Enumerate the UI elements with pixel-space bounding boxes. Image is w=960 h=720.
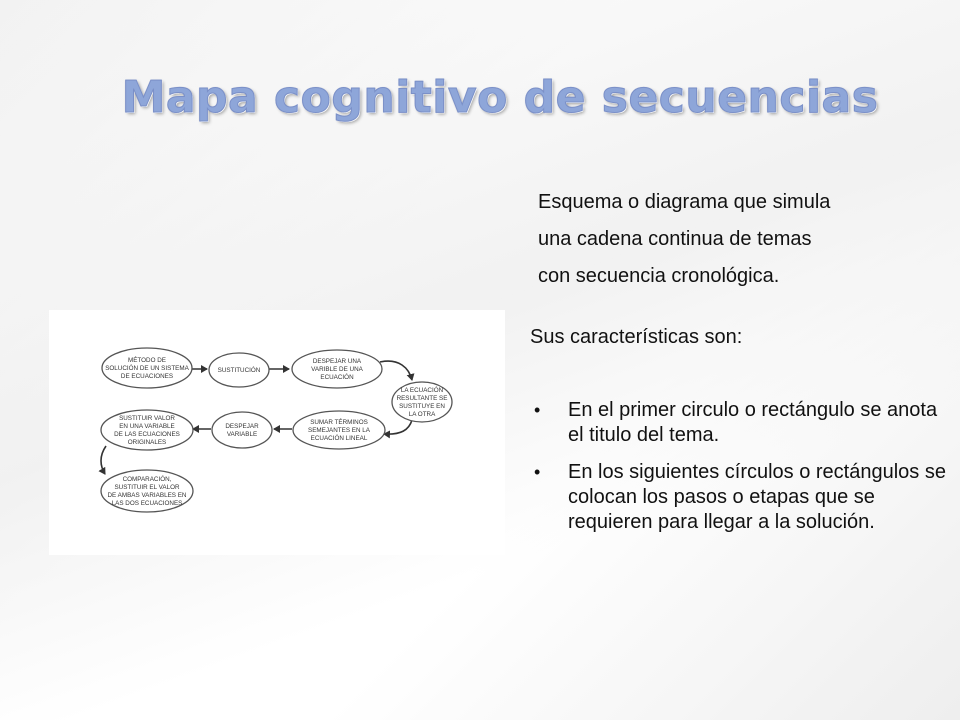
diagram-canvas: MÉTODO DE SOLUCIÓN DE UN SISTEMA DE ECUA… bbox=[98, 347, 453, 513]
page-title: Mapa cognitivo de secuencias bbox=[121, 72, 879, 124]
node-label: SUSTITUIR VALOR bbox=[119, 415, 175, 422]
node-label: DESPEJAR UNA bbox=[313, 358, 362, 365]
list-item: • En los siguientes círculos o rectángul… bbox=[530, 460, 958, 535]
intro-text: Esquema o diagrama que simula una cadena… bbox=[538, 184, 938, 295]
node-label: SUMAR TÉRMINOS bbox=[310, 417, 368, 426]
characteristics-list: • En el primer circulo o rectángulo se a… bbox=[530, 398, 958, 547]
diagram-node-n7: SUSTITUIR VALOR EN UNA VARIABLE DE LAS E… bbox=[100, 409, 194, 451]
node-label: SUSTITUYE EN bbox=[399, 403, 445, 410]
node-label: VARIBLE DE UNA bbox=[311, 366, 363, 373]
node-label: SEMEJANTES EN LA bbox=[308, 427, 371, 434]
bullet-icon: • bbox=[534, 462, 541, 482]
diagram-node-n5: SUMAR TÉRMINOS SEMEJANTES EN LA ECUACIÓN… bbox=[292, 410, 386, 450]
node-label: ECUACIÓN LINEAL bbox=[311, 433, 368, 442]
characteristics-heading: Sus características son: bbox=[530, 326, 743, 348]
diagram-node-n4: LA ECUACIÓN RESULTANTE SE SUSTITUYE EN L… bbox=[391, 381, 453, 423]
intro-line: una cadena continua de temas bbox=[538, 228, 812, 250]
arrow-n4-n5 bbox=[383, 419, 413, 439]
node-label: DESPEJAR bbox=[225, 423, 259, 430]
node-label: LA OTRA bbox=[409, 411, 436, 418]
sequence-diagram: MÉTODO DE SOLUCIÓN DE UN SISTEMA DE ECUA… bbox=[49, 310, 505, 555]
node-label: DE AMBAS VARIABLES EN bbox=[108, 492, 187, 499]
node-label: RESULTANTE SE bbox=[397, 395, 448, 402]
diagram-node-n8: COMPARACIÓN, SUSTITUIR EL VALOR DE AMBAS… bbox=[100, 469, 194, 513]
arrow-n7-n8 bbox=[98, 445, 107, 475]
node-label: DE LAS ECUACIONES bbox=[114, 431, 180, 438]
diagram-node-n1: MÉTODO DE SOLUCIÓN DE UN SISTEMA DE ECUA… bbox=[101, 347, 193, 389]
node-label: EN UNA VARIABLE bbox=[119, 423, 175, 430]
node-label: ORIGINALES bbox=[128, 439, 167, 446]
intro-line: Esquema o diagrama que simula bbox=[538, 191, 831, 213]
intro-line: con secuencia cronológica. bbox=[538, 265, 780, 287]
diagram-node-n3: DESPEJAR UNA VARIBLE DE UNA ECUACIÓN bbox=[291, 349, 383, 389]
list-item-text: En los siguientes círculos o rectángulos… bbox=[568, 461, 946, 533]
node-label: LA ECUACIÓN bbox=[401, 385, 444, 394]
diagram-node-n2: SUSTITUCIÓN bbox=[208, 352, 270, 388]
node-label: SUSTITUCIÓN bbox=[218, 365, 261, 374]
node-label: VARIABLE bbox=[227, 431, 257, 438]
arrow-n3-n4 bbox=[379, 360, 415, 381]
node-label: MÉTODO DE bbox=[128, 355, 166, 364]
node-label: DE ECUACIONES bbox=[121, 373, 173, 380]
node-label: SUSTITUIR EL VALOR bbox=[114, 484, 180, 491]
node-label: COMPARACIÓN, bbox=[123, 474, 172, 483]
bullet-icon: • bbox=[534, 400, 541, 420]
node-label: ECUACIÓN bbox=[320, 372, 354, 381]
node-label: LAS DOS ECUACIONES bbox=[112, 500, 183, 507]
list-item-text: En el primer circulo o rectángulo se ano… bbox=[568, 399, 938, 446]
list-item: • En el primer circulo o rectángulo se a… bbox=[530, 398, 958, 448]
diagram-node-n6: DESPEJAR VARIABLE bbox=[211, 411, 273, 449]
node-label: SOLUCIÓN DE UN SISTEMA bbox=[105, 363, 189, 372]
